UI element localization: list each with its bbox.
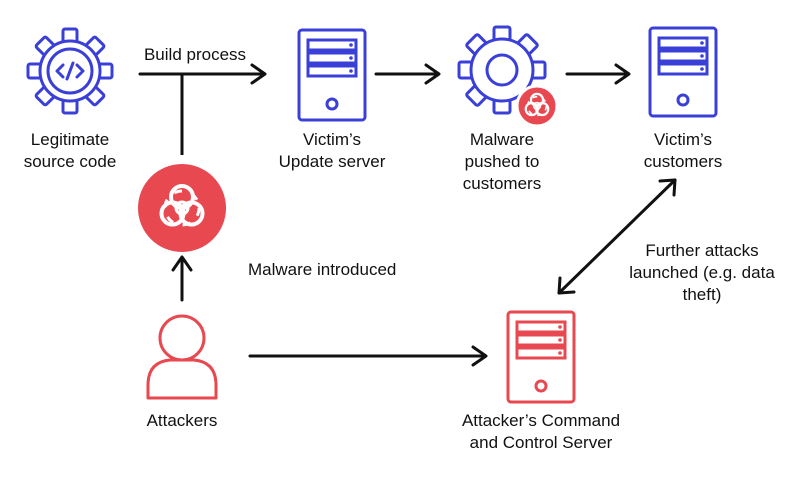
c2-server-label: Attacker’s Command and Control Server <box>461 411 621 452</box>
update-to-malware-arrow <box>374 63 441 85</box>
biohazard-icon <box>138 164 226 252</box>
gear-biohazard-icon <box>457 25 559 128</box>
c2-customers-double-arrow <box>557 178 677 295</box>
customers-label: Victim’s customers <box>643 130 723 171</box>
malware-to-customers-arrow <box>565 63 631 85</box>
biohazard-badge-icon <box>515 84 559 128</box>
user-icon <box>146 314 218 400</box>
source-code-label: Legitimate source code <box>23 130 117 171</box>
update-server-label: Victim’s Update server <box>278 130 386 171</box>
malware-introduced-label: Malware introduced <box>248 260 397 279</box>
code-gear-icon <box>26 27 114 115</box>
build-process-label: Build process <box>143 45 247 64</box>
customers-server-icon <box>648 26 718 118</box>
build-process-arrow <box>138 63 267 85</box>
update-server-icon <box>297 28 367 122</box>
attackers-to-biohazard-arrow <box>171 255 193 302</box>
c2-server-icon <box>506 310 576 404</box>
attackers-label: Attackers <box>146 411 218 430</box>
attackers-to-c2-arrow <box>248 345 488 367</box>
further-attacks-label: Further attacks launched (e.g. data thef… <box>629 241 775 304</box>
malware-pushed-label: Malware pushed to customers <box>462 130 542 193</box>
